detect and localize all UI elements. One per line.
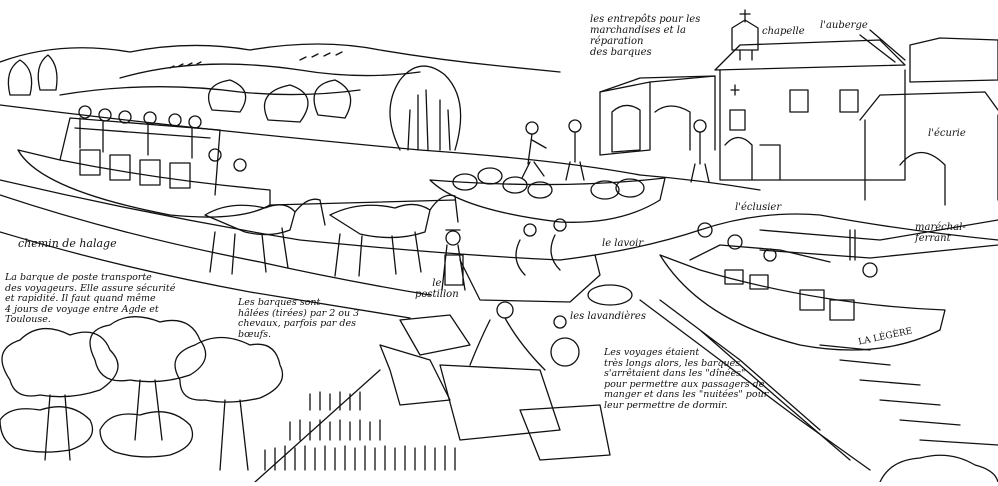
chapel — [731, 9, 759, 61]
bushes — [879, 454, 998, 483]
hills — [0, 43, 561, 96]
label-marechal: maréchal-ferrant — [915, 222, 966, 244]
la-legere-barge — [659, 222, 946, 351]
note-voyages: Les voyages étaient très longs alors, le… — [604, 347, 769, 411]
postillon-figure — [441, 229, 466, 291]
label-lavandieres: les lavandières — [570, 311, 646, 322]
laundry-sheets — [379, 301, 611, 461]
post-barge — [17, 105, 271, 218]
label-postillon: le postillon — [415, 278, 459, 300]
inn — [714, 29, 906, 181]
paving — [639, 299, 998, 471]
lock — [759, 219, 998, 261]
lavoir — [459, 218, 633, 306]
label-lavoir: le lavoir — [602, 238, 644, 249]
willow-tree — [389, 65, 462, 151]
label-entrepots: les entrepôts pour les marchandises et l… — [590, 14, 701, 58]
horses — [204, 194, 459, 277]
quay-workers — [521, 119, 710, 183]
canal-banks — [0, 104, 998, 261]
note-halage: Les barques sont hâlées (tirées) par 2 o… — [238, 297, 360, 340]
poplar-trees — [7, 54, 352, 123]
towpath — [0, 194, 431, 319]
label-chapelle: chapelle — [762, 26, 805, 37]
wheat-field — [254, 369, 456, 483]
label-auberge: l'auberge — [820, 20, 868, 31]
warehouses — [599, 75, 716, 156]
olive-trees — [0, 316, 284, 471]
label-chemin-de-halage: chemin de halage — [18, 237, 117, 250]
stable — [859, 37, 998, 206]
cargo-barge — [429, 167, 666, 223]
note-barque-de-poste: La barque de poste transporte des voyage… — [5, 272, 176, 325]
label-eclusier: l'éclusier — [735, 202, 782, 213]
label-ecurie: l'écurie — [928, 128, 966, 139]
